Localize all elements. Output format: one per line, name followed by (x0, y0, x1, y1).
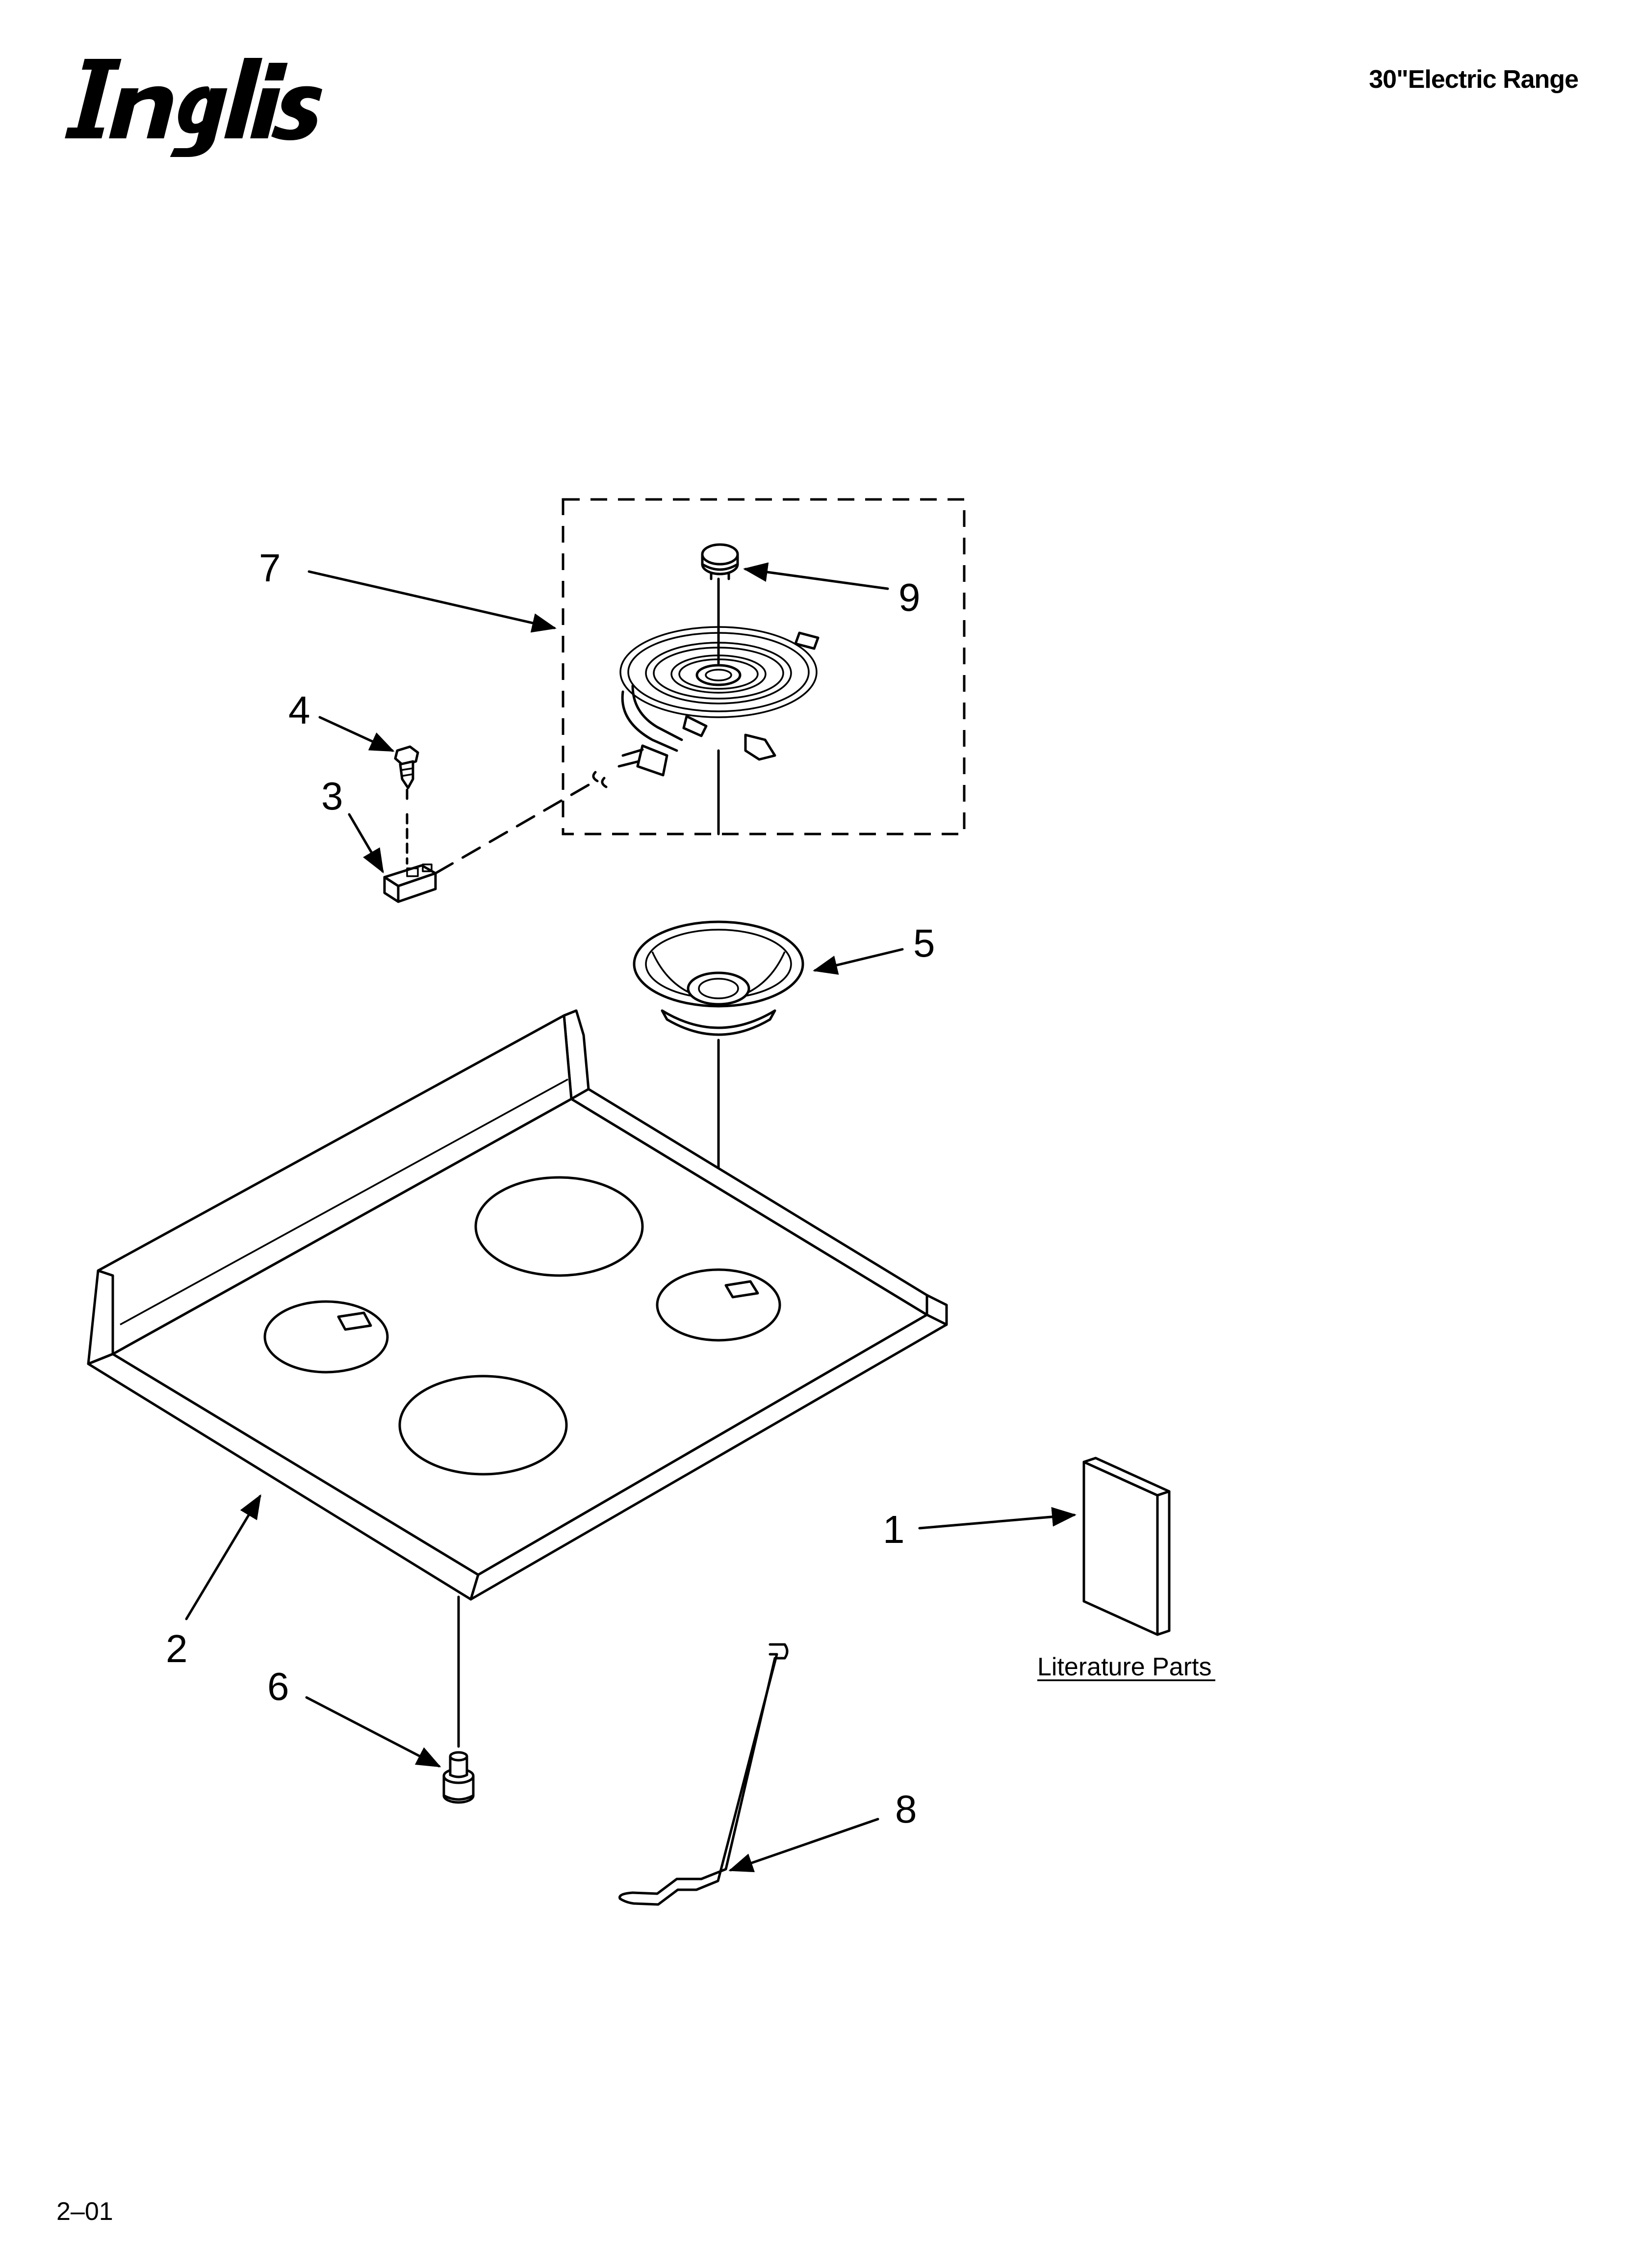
callout-2: 2 (166, 1627, 188, 1670)
page-footer-code: 2–01 (56, 2197, 113, 2226)
callout-4: 4 (288, 688, 310, 732)
model-title: 30"Electric Range (1369, 65, 1579, 94)
part-4-screw (394, 745, 419, 865)
callout-1: 1 (883, 1508, 905, 1551)
part-2-cooktop (87, 1009, 948, 1748)
part-6-screw (442, 1751, 475, 1804)
leader-lines (185, 562, 1077, 1873)
part-3-terminal-block (383, 783, 590, 903)
callout-6: 6 (267, 1665, 289, 1708)
part-9-drawing (701, 543, 739, 580)
callout-7: 7 (259, 546, 281, 590)
part-5-drip-bowl (633, 920, 804, 1336)
element-kit-dashed-box (562, 498, 966, 835)
callout-8: 8 (895, 1787, 917, 1831)
literature-parts-label: Literature Parts (1037, 1653, 1212, 1681)
callout-9: 9 (898, 575, 921, 619)
part-8-rod (618, 1643, 789, 1906)
callout-5: 5 (913, 921, 935, 965)
part-7-surface-element (592, 577, 820, 835)
callout-3: 3 (321, 774, 343, 818)
part-1-literature-booklet (1082, 1457, 1171, 1636)
inglis-logo (65, 58, 323, 157)
